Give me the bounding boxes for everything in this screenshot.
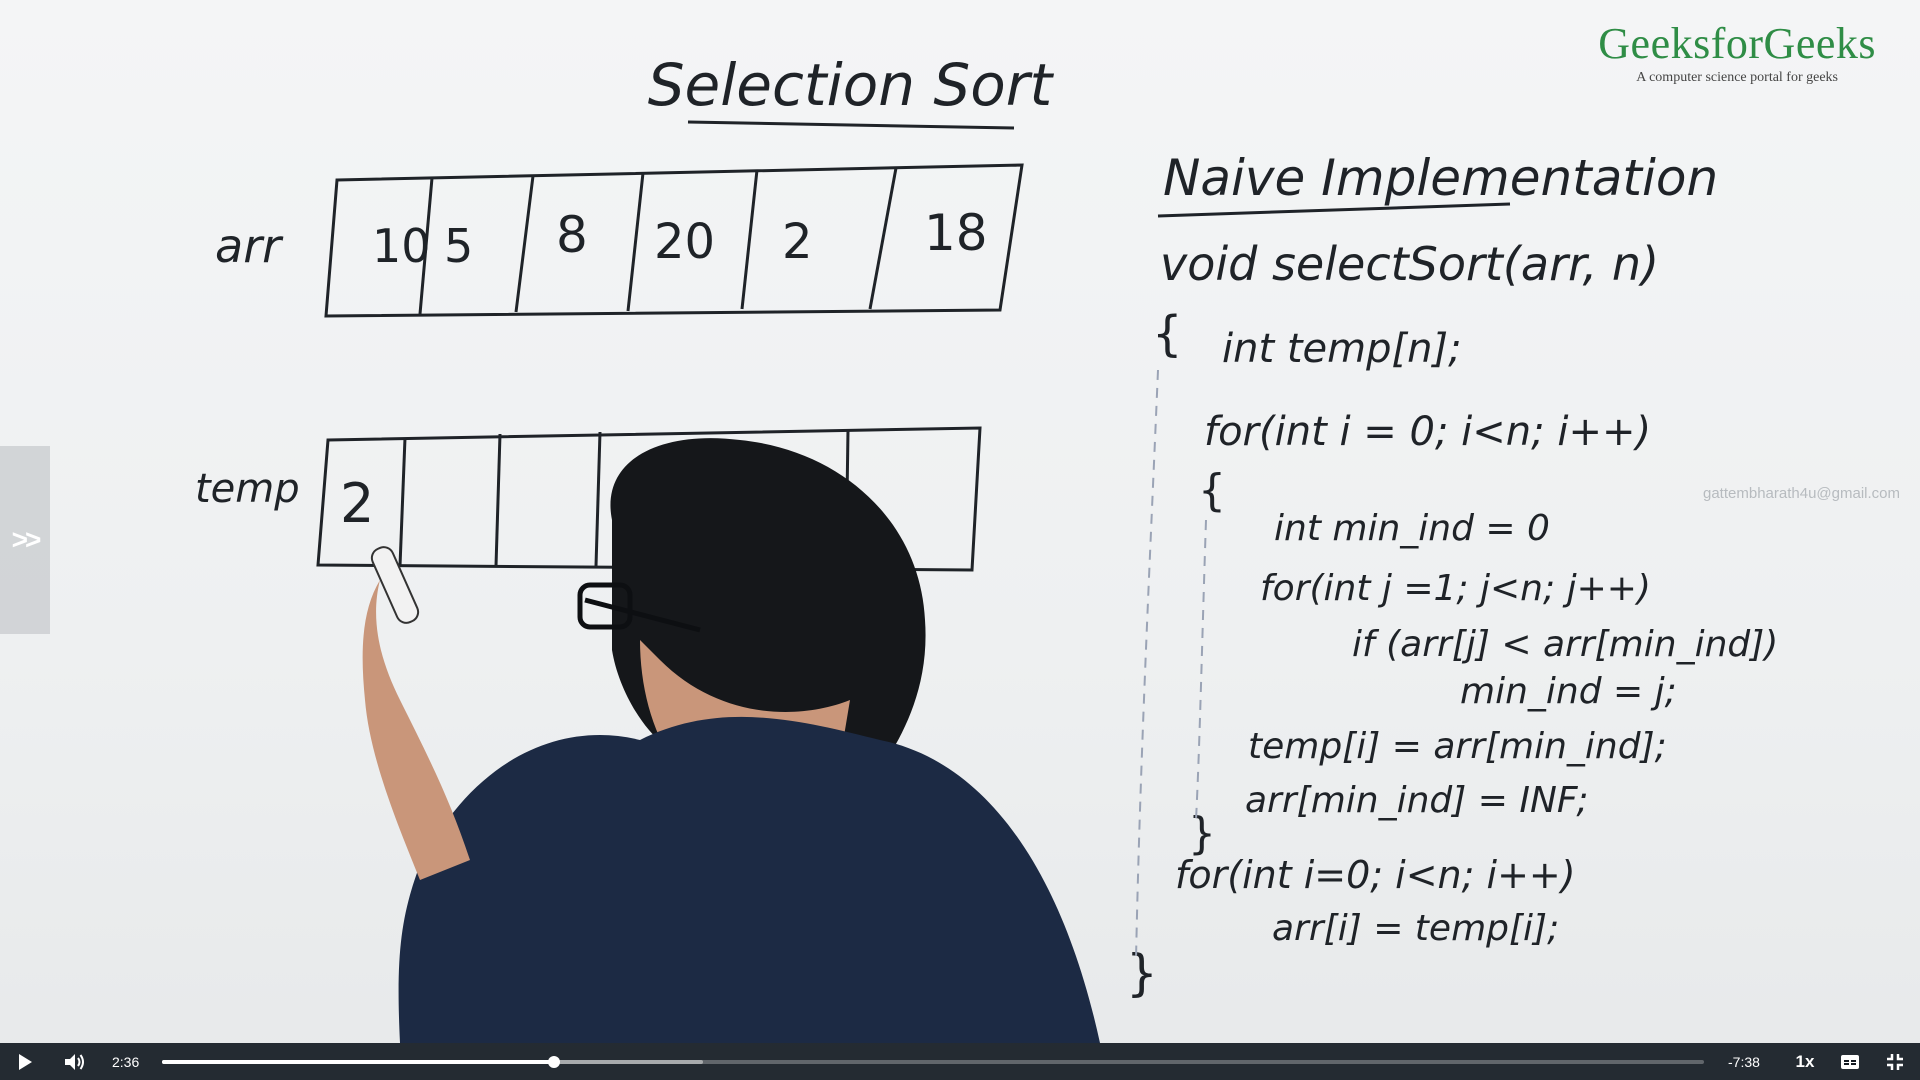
- code-line: temp[i] = arr[min_ind];: [1248, 726, 1667, 767]
- board-title: Selection Sort: [648, 51, 1055, 119]
- temp-cell-value: 2: [340, 472, 374, 535]
- play-icon: [19, 1053, 32, 1070]
- code-line: int min_ind = 0: [1274, 508, 1550, 549]
- title-underline: [687, 120, 1015, 130]
- code-line: int temp[n];: [1222, 326, 1462, 372]
- impl-title: Naive Implementation: [1163, 149, 1718, 207]
- arr-cell-value: 20: [654, 214, 715, 270]
- arr-cell-value: 8: [556, 206, 588, 264]
- sidebar-expand-handle[interactable]: >>: [0, 446, 50, 634]
- brand-tagline: A computer science portal for geeks: [1636, 70, 1839, 85]
- playback-speed-button[interactable]: 1x: [1795, 1051, 1815, 1071]
- code-block: void selectSort(arr, n) { int temp[n]; f…: [1126, 237, 1778, 1002]
- arr-cell-value: 10: [372, 219, 431, 273]
- code-line: {: [1152, 306, 1183, 362]
- arr-cell-value: 18: [924, 204, 988, 262]
- volume-button[interactable]: [50, 1043, 100, 1080]
- brand-name: GeeksforGeeks: [1598, 19, 1876, 68]
- arr-label: arr: [215, 219, 284, 273]
- scope-guide: [1195, 519, 1207, 821]
- seek-progress: [162, 1059, 554, 1064]
- code-line: {: [1198, 465, 1226, 516]
- code-line: }: [1126, 944, 1158, 1002]
- whiteboard-frame: Selection Sort arr 10 5 8 20 2 18 temp: [195, 51, 1778, 1043]
- code-line: min_ind = j;: [1460, 671, 1677, 712]
- scope-guide: [1135, 369, 1159, 961]
- seek-handle[interactable]: [547, 1055, 560, 1068]
- arr-cell-value: 5: [444, 219, 473, 273]
- arr-values: 10 5 8 20 2 18: [372, 204, 988, 273]
- code-line: arr[i] = temp[i];: [1272, 908, 1559, 949]
- fullscreen-button[interactable]: [1872, 1043, 1918, 1080]
- presenter: [362, 438, 1100, 1043]
- volume-icon: [65, 1053, 84, 1070]
- code-line: for(int i=0; i<n; i++): [1175, 853, 1576, 897]
- email-watermark: gattembharath4u@gmail.com: [1703, 485, 1900, 502]
- captions-button[interactable]: [1828, 1043, 1872, 1080]
- arr-array: [324, 163, 1024, 318]
- temp-label: temp: [195, 466, 300, 512]
- seek-bar[interactable]: [162, 1055, 1704, 1068]
- remaining-time: -7:38: [1728, 1053, 1760, 1070]
- brand-logo: GeeksforGeeks A computer science portal …: [1598, 22, 1876, 86]
- play-button[interactable]: [0, 1043, 50, 1080]
- code-line: }: [1188, 808, 1216, 859]
- impl-title-underline: [1157, 202, 1511, 218]
- player-controls: 2:36 -7:38 1x: [0, 1043, 1920, 1080]
- arr-cell-value: 2: [782, 214, 813, 270]
- code-line: void selectSort(arr, n): [1160, 237, 1659, 291]
- code-line: for(int i = 0; i<n; i++): [1204, 409, 1651, 455]
- current-time: 2:36: [112, 1053, 140, 1070]
- code-line: for(int j =1; j<n; j++): [1260, 568, 1651, 609]
- code-line: arr[min_ind] = INF;: [1245, 780, 1588, 821]
- fullscreen-exit-icon: [1887, 1053, 1903, 1070]
- captions-icon: [1841, 1054, 1859, 1069]
- code-line: if (arr[j] < arr[min_ind]): [1352, 624, 1778, 665]
